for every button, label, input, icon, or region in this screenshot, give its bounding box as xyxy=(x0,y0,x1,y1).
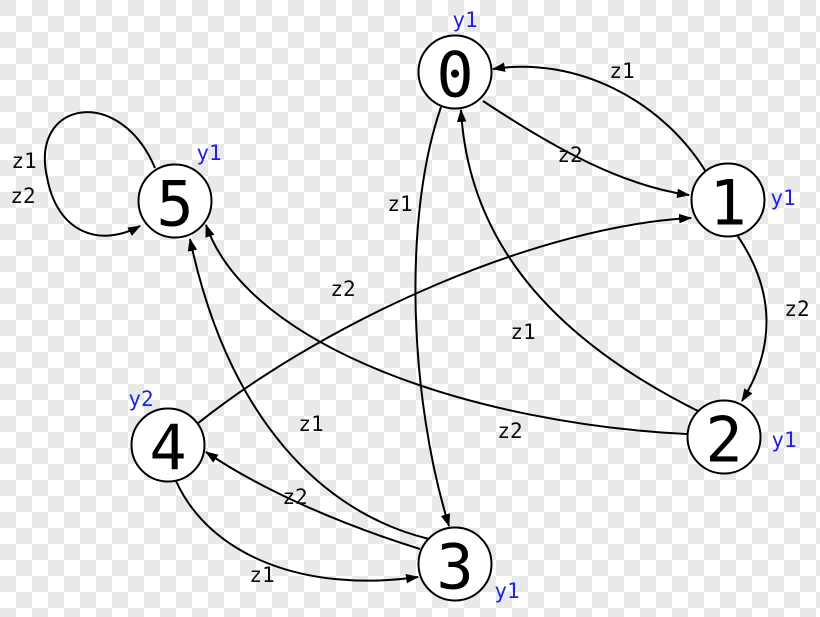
transition-label-0-1: z2 xyxy=(557,143,582,167)
state-number-2: 2 xyxy=(705,404,742,477)
transition-label-4-1: z2 xyxy=(330,277,355,301)
output-label-3: y1 xyxy=(494,579,519,603)
state-node-5[interactable] xyxy=(137,163,213,239)
transition-edge-3-5 xyxy=(187,237,430,540)
transition-label-2-5: z2 xyxy=(497,419,522,443)
output-label-5: y1 xyxy=(196,141,221,165)
transition-label-3-5: z1 xyxy=(298,412,323,436)
edges-layer xyxy=(44,62,768,584)
state-number-0: 0 xyxy=(436,39,473,112)
output-label-2: y1 xyxy=(771,428,796,452)
nodes-layer xyxy=(130,34,766,602)
transition-label-3-4: z2 xyxy=(282,485,307,509)
transition-edge-1-2 xyxy=(736,234,768,402)
transition-edge-0-1 xyxy=(482,100,691,199)
state-node-3[interactable] xyxy=(417,526,493,602)
state-node-1[interactable] xyxy=(690,162,766,238)
transition-edge-0-3 xyxy=(414,106,451,528)
state-number-4: 4 xyxy=(149,412,186,485)
state-number-5: 5 xyxy=(156,168,193,241)
transition-edge-2-0 xyxy=(456,108,699,412)
state-number-1: 1 xyxy=(709,167,746,240)
transition-label-2-0: z1 xyxy=(510,320,535,344)
transition-label-1-0: z1 xyxy=(609,59,634,83)
transition-edge-4-3 xyxy=(175,480,420,584)
state-node-2[interactable] xyxy=(686,399,762,475)
transition-edge-1-0 xyxy=(491,62,707,173)
labels-layer: z1 z2 z1 z2 z2 z1 z2 z1 z1 z2 z1 z2 0 y1 1 y1 2 y1 3 y1 4y2 5… xyxy=(10,8,809,604)
transition-label-1-2: z2 xyxy=(784,297,809,321)
output-label-4: y2 xyxy=(128,387,153,411)
transition-edge-3-4 xyxy=(205,451,421,550)
output-label-1: y1 xyxy=(770,186,795,210)
state-number-3: 3 xyxy=(436,531,473,604)
transition-edge-2-5 xyxy=(205,223,688,435)
transition-label-5-5: z2 xyxy=(10,184,35,208)
state-node-4[interactable] xyxy=(130,407,206,483)
transition-edge-5-5 xyxy=(44,111,156,237)
transition-label-5-5: z1 xyxy=(11,149,36,173)
transition-label-4-3: z1 xyxy=(249,563,274,587)
transition-edge-4-1 xyxy=(196,213,693,425)
state-node-0[interactable] xyxy=(417,34,493,110)
transition-label-0-3: z1 xyxy=(387,192,412,216)
output-label-0: y1 xyxy=(452,8,477,32)
